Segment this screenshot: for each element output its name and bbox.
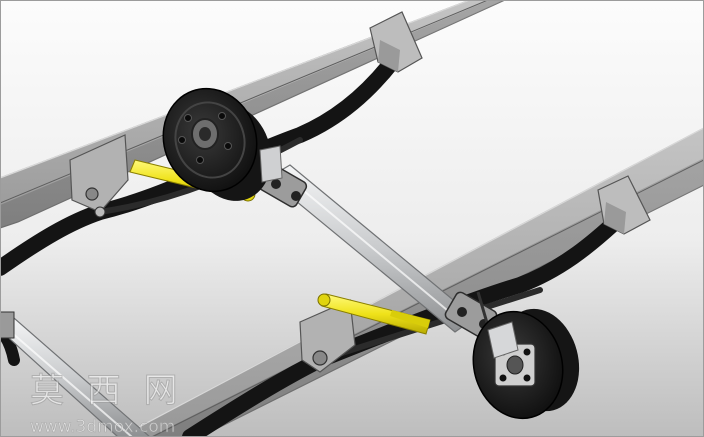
spring-hanger-top-right	[369, 11, 423, 73]
spring-hanger-mid-right	[597, 175, 651, 235]
watermark: 莫 西 网 www.3dmox.com	[30, 371, 184, 437]
watermark-url: www.3dmox.com	[30, 417, 175, 437]
brake-drum-lower	[472, 308, 580, 420]
cross-tube-fragment	[0, 311, 151, 437]
shock-absorber-lower	[317, 293, 431, 335]
spring-hanger-left	[69, 134, 129, 218]
brake-drum-upper	[162, 87, 283, 201]
watermark-cjk: 莫 西 网	[30, 371, 184, 411]
spring-hanger-lower	[299, 299, 356, 373]
